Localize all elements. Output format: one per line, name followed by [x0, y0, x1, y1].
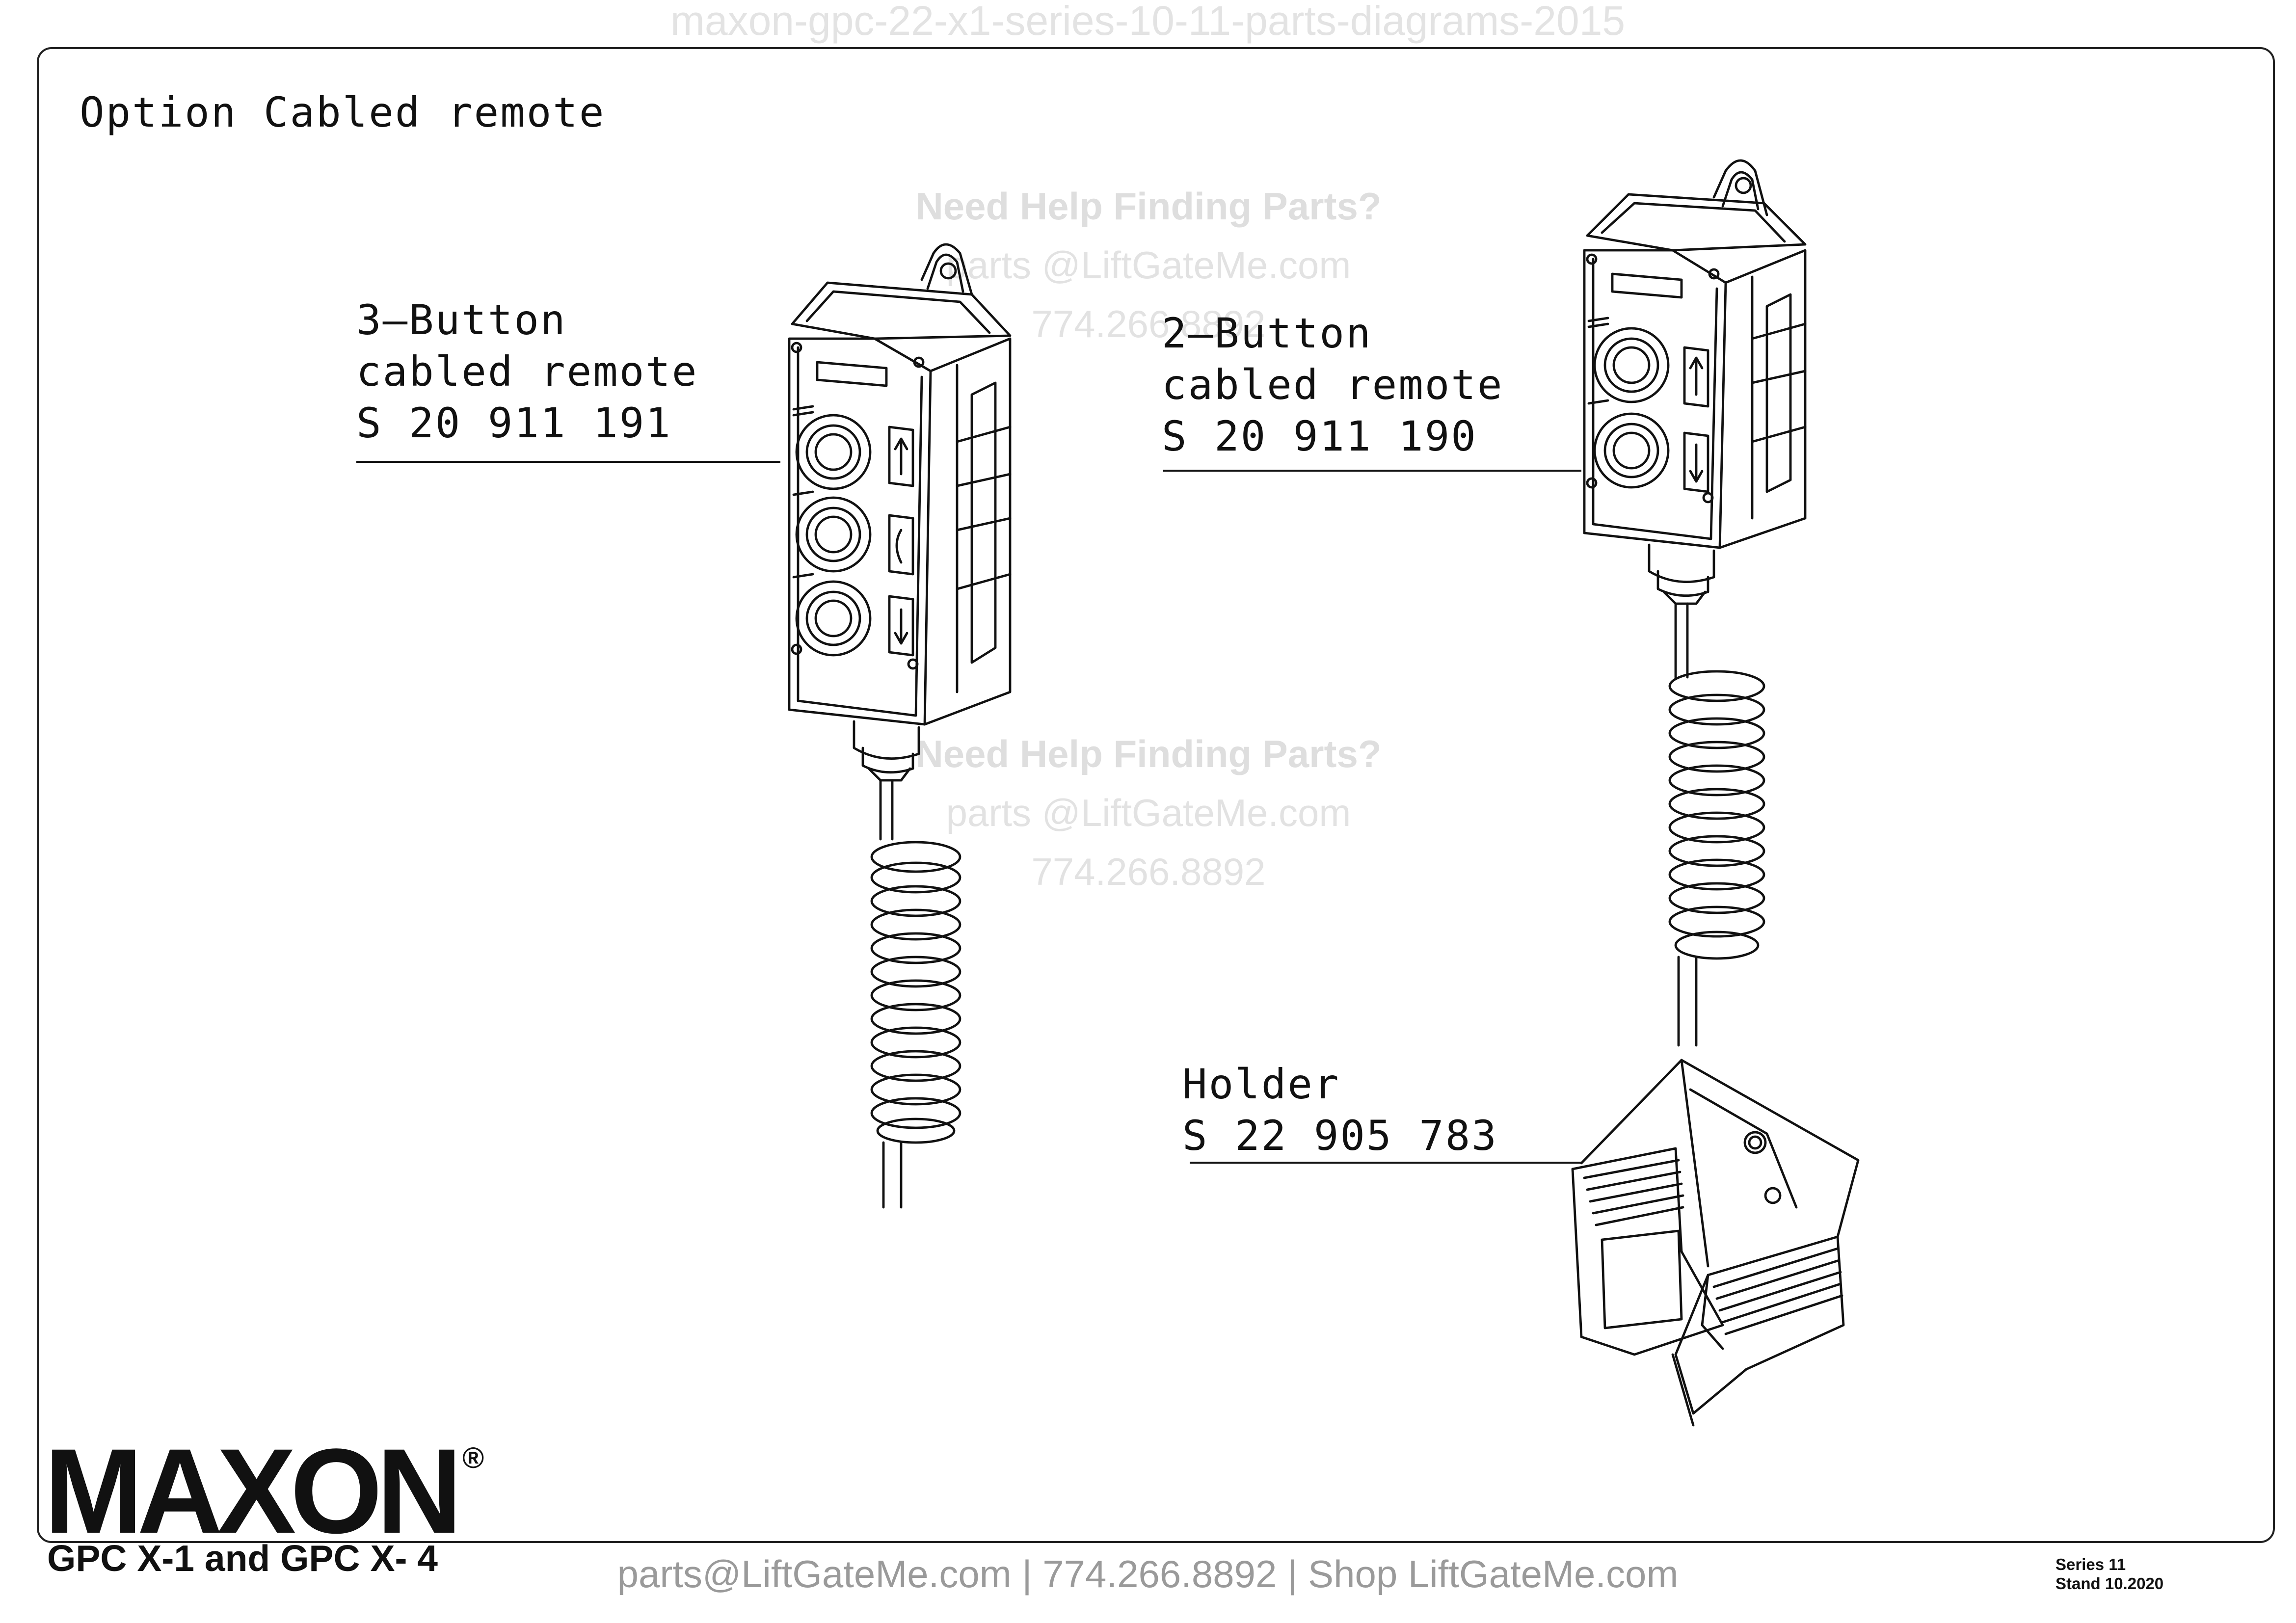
callout-line2: cabled remote — [1162, 361, 1504, 409]
leader-line-2-button — [1163, 470, 1581, 473]
series-label: Series 11 — [2056, 1555, 2126, 1573]
leader-line-3-button — [356, 461, 780, 464]
maxon-logo-mark: MAXON ® — [44, 1424, 484, 1559]
watermark-document-name: maxon-gpc-22-x1-series-10-11-parts-diagr… — [670, 0, 1626, 44]
three-button-remote-drawing — [788, 243, 1012, 1209]
watermark-phone: 774.266.8892 — [1031, 850, 1266, 893]
registered-mark: ® — [462, 1441, 484, 1474]
watermark-email: parts @LiftGateMe.com — [946, 791, 1351, 834]
watermark-help-lower: Need Help Finding Parts? parts @LiftGate… — [839, 724, 1458, 901]
callout-line2: cabled remote — [356, 347, 698, 396]
coiled-cable-2-button — [1668, 670, 1765, 960]
revision-block: Series 11 Stand 10.2020 — [2056, 1555, 2163, 1593]
part-number: S 22 905 783 — [1182, 1112, 1498, 1160]
stand-label: Stand 10.2020 — [2056, 1574, 2164, 1593]
part-number: S 20 911 190 — [1162, 412, 1477, 460]
footer-contact: parts@LiftGateMe.com | 774.266.8892 | Sh… — [0, 1552, 2296, 1596]
leader-line-holder — [1190, 1162, 1581, 1165]
model-designation: GPC X-1 and GPC X- 4 — [47, 1538, 438, 1579]
watermark-headline: Need Help Finding Parts? — [915, 732, 1382, 775]
logo-text: MAXON — [44, 1436, 456, 1539]
two-button-remote-drawing — [1583, 159, 1807, 1047]
callout-line1: 2—Button — [1162, 309, 1372, 357]
coiled-cable-3-button — [870, 841, 961, 1144]
watermark-email: parts @LiftGateMe.com — [946, 243, 1351, 287]
watermark-headline: Need Help Finding Parts? — [915, 185, 1382, 228]
watermark-help-upper: Need Help Finding Parts? parts @LiftGate… — [839, 177, 1458, 353]
callout-line1: 3—Button — [356, 296, 567, 344]
callout-line1: Holder — [1182, 1060, 1340, 1108]
part-number: S 20 911 191 — [356, 399, 672, 447]
drawing-frame — [37, 47, 2275, 1543]
holder-drawing — [1571, 1059, 1860, 1427]
footer-contact-text: parts@LiftGateMe.com | 774.266.8892 | Sh… — [617, 1552, 1679, 1596]
page-title: Option Cabled remote — [80, 88, 606, 136]
watermark-phone: 774.266.8892 — [1031, 302, 1266, 346]
maxon-logo: MAXON ® — [44, 1424, 501, 1559]
